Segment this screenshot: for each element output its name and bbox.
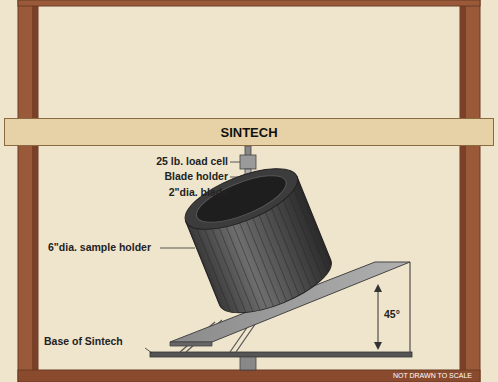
angle-arrow <box>378 288 379 346</box>
base-post <box>240 357 256 370</box>
leader-line <box>145 348 152 353</box>
note: NOT DRAWN TO SCALE <box>393 372 472 380</box>
height-line <box>410 262 411 352</box>
angle-label: 45° <box>384 309 400 321</box>
base-plate <box>150 352 412 357</box>
frame-post-edge <box>32 6 38 372</box>
part-label: Blade holder <box>164 171 228 183</box>
rod <box>245 146 251 156</box>
name-band: SINTECH <box>4 118 494 146</box>
load-cell <box>240 155 256 169</box>
frame-post <box>460 0 480 382</box>
frame-beam <box>18 370 480 382</box>
frame-post-edge <box>460 6 466 372</box>
leader-line <box>230 162 240 163</box>
frame-post <box>18 0 38 382</box>
arrow-head <box>374 342 382 350</box>
part-label: Base of Sintech <box>44 336 123 348</box>
band-title: SINTECH <box>220 125 277 140</box>
plate-edge <box>170 342 212 346</box>
arrow-head <box>374 284 382 292</box>
part-label: 6"dia. sample holder <box>48 242 151 254</box>
leader-line <box>160 248 195 249</box>
frame-beam <box>18 0 480 6</box>
part-label: 2"dia. blade <box>169 187 228 199</box>
background <box>38 0 460 372</box>
part-label: 25 lb. load cell <box>156 156 228 168</box>
